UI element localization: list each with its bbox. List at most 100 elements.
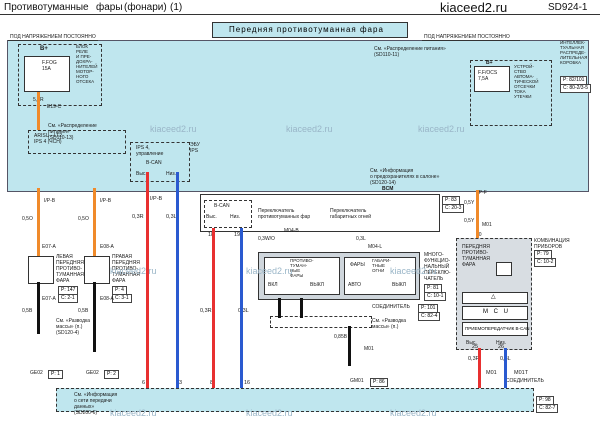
bcm-sw-fog: Переключатель противотуманных фар bbox=[258, 208, 311, 220]
ms-pos-auto: АВТО bbox=[348, 282, 362, 288]
cluster-wire-in: 0,5Y bbox=[464, 200, 475, 206]
right-lamp-wire-out: 0,5B bbox=[78, 308, 89, 314]
cluster-ref2: C: 10-2 bbox=[534, 258, 557, 267]
wire-orange-right bbox=[93, 188, 96, 256]
pin-left-b: 13 bbox=[176, 380, 183, 386]
mid-ref-box: P: 86 bbox=[370, 378, 388, 387]
left-ground: GE02 bbox=[30, 370, 43, 376]
pin-left-a: 6 bbox=[142, 380, 146, 386]
ips-box bbox=[130, 142, 190, 182]
ms-pos-head: ФАРЫ bbox=[350, 262, 365, 268]
right-lamp-pin: E08-A bbox=[100, 244, 114, 250]
right-ground: GE02 bbox=[86, 370, 99, 376]
left-ref-note: См. «Распределение питания» (SD110-13) bbox=[48, 123, 97, 141]
left-lamp-ref2: C: 2-1 bbox=[58, 294, 78, 303]
pin-mid-a: 8 bbox=[210, 380, 213, 386]
multiswitch-ref2: C: 10-1 bbox=[424, 292, 447, 301]
fog-indicator-icon bbox=[496, 262, 512, 276]
cluster-high: Выс. bbox=[466, 340, 477, 346]
relay-text: БЛОК РЕЛЕ И ПРЕ- ДОХРА- НИТЕЛЕЙ МОТОР- Н… bbox=[76, 44, 98, 84]
wire-blue-cluster bbox=[504, 348, 507, 388]
left-lamp-pin-b: E07-A bbox=[42, 296, 56, 302]
wire-ground-right bbox=[93, 282, 96, 352]
right-header: ПОД НАПРЯЖЕНИЕМ ПОСТОЯННО bbox=[424, 34, 510, 40]
bottom-note: См. «Информация о сети передачи данных» … bbox=[74, 392, 118, 416]
fuse-box-left bbox=[24, 56, 70, 92]
pin-bcm-a: 18 bbox=[208, 232, 214, 238]
left-header: ПОД НАПРЯЖЕНИЕМ ПОСТОЯННО bbox=[10, 34, 96, 40]
left-ref-box: P: 1 bbox=[48, 370, 63, 379]
center-title-box: Передняя противотуманная фара bbox=[212, 22, 408, 38]
cluster-low: Низ. bbox=[496, 340, 507, 346]
cluster-lamp-label: ПЕРЕДНЯЯ ПРОТИВО- ТУМАННАЯ ФАРА bbox=[462, 244, 490, 268]
right-ref-box: P: 2 bbox=[104, 370, 119, 379]
bottom-ref2: C: 82-7 bbox=[536, 404, 559, 413]
mid-ref2: C: 82-4 bbox=[418, 312, 441, 321]
wire-label-3: 0,3R bbox=[200, 308, 212, 314]
cluster-label: КОМБИНАЦИЯ ПРИБОРОВ bbox=[534, 238, 570, 250]
right-lamp-conn: I/P-B bbox=[100, 198, 112, 204]
watermark-2: kiaceed2.ru bbox=[286, 124, 333, 134]
right-connector: I/P-F bbox=[476, 190, 487, 196]
right-lamp-pin-b: E08-A bbox=[100, 296, 114, 302]
mcu-box: M C U bbox=[462, 306, 528, 320]
right-device-text: УСТРОЙ- СТВО АВТОМА- ТИЧЕСКОЙ ОТСЕЧКИ ТО… bbox=[514, 64, 539, 99]
conn-left: I/P-B bbox=[150, 196, 163, 202]
header-title-c: (фонари) bbox=[124, 2, 167, 13]
left-lamp-wire-out: 0,5B bbox=[22, 308, 33, 314]
header-title-b: фары bbox=[96, 2, 123, 13]
mid-pin: M01 bbox=[364, 346, 374, 352]
bcm-wire-b: 0,3L bbox=[356, 236, 366, 242]
center-title: Передняя противотуманная фара bbox=[229, 25, 384, 34]
ms-pos-fog: ПРОТИВО- ТУМАН- НЫЕ ФАРЫ bbox=[290, 258, 314, 278]
right-ref2: C: 80-2/3-5 bbox=[560, 84, 592, 93]
arisu-label: ARISU - LT2 IPS 4 (ЧСН) bbox=[34, 133, 62, 145]
mid-ground: GM01 bbox=[350, 378, 364, 384]
bcm-note: См. «Информация о предохранителях в сало… bbox=[370, 168, 440, 186]
wire-label-2: 0,3L bbox=[166, 214, 177, 220]
trans-label: ПРИЕМОПЕРЕДАТЧИК В-CAN bbox=[465, 326, 530, 331]
right-fuse-label: F.F/OCS 7,5A bbox=[478, 70, 498, 82]
left-lamp bbox=[28, 256, 54, 284]
ms-pos-off: ВЫКЛ bbox=[310, 282, 324, 288]
right-header-rule bbox=[422, 40, 520, 41]
watermark-1: kiaceed2.ru bbox=[150, 124, 197, 134]
cluster-pin-in: M01 bbox=[482, 222, 492, 228]
ebu-label: ЭБУ IPS bbox=[190, 142, 200, 154]
wire-label-1: 0,3R bbox=[132, 214, 144, 220]
watermark-7: kiaceed2.ru bbox=[110, 408, 157, 418]
ms-pos-bsl: ВКЛ bbox=[268, 282, 278, 288]
bcm-ref2: C: 20-3 bbox=[442, 204, 465, 213]
bottom-connector-box bbox=[56, 388, 534, 412]
bcm-pin-b: M04-L bbox=[368, 244, 383, 250]
wire-orange-cluster bbox=[476, 190, 479, 238]
pin-bcm-b: 19 bbox=[234, 232, 241, 238]
bcm-bcan-box bbox=[204, 200, 252, 228]
mid-note: См. «Разводка массы» (п.) bbox=[372, 318, 407, 330]
ms-pos-tail: ГАБАРИ- ТНЫЕ ОГНИ bbox=[372, 258, 391, 273]
header-brand: kiaceed2.ru bbox=[440, 0, 508, 15]
wire-blue-1 bbox=[176, 172, 179, 388]
bcm-label: BCM bbox=[382, 186, 394, 192]
right-box-text: ИНТЕЛЛЕК- ТУАЛЬНАЯ РАСПРЕДЕ- ЛИТЕЛЬНАЯ К… bbox=[560, 40, 588, 65]
right-lamp-label: ПРАВАЯ ПЕРЕДНЯЯ ПРОТИВО- ТУМАННАЯ ФАРА bbox=[112, 254, 140, 284]
right-note: См. «Распределение питания» (SD110-11) bbox=[374, 46, 446, 58]
pin-mid-b: 16 bbox=[244, 380, 251, 386]
wire-ground-left bbox=[37, 282, 40, 334]
arisu-high: Выс. bbox=[136, 171, 147, 177]
bcm-bcan: B-CAN bbox=[214, 203, 230, 209]
pin-r-b: 26 bbox=[498, 344, 505, 350]
watermark-4: kiaceed2.ru bbox=[110, 266, 157, 276]
bcm-sw-tail: Переключатель габаритных огней bbox=[330, 208, 372, 220]
multiswitch-label: МНОГО- ФУНКЦИО- НАЛЬНЫЙ ПЕРЕКЛЮ- ЧАТЕЛЬ bbox=[424, 252, 451, 282]
wire-black-ms2 bbox=[300, 298, 303, 318]
watermark-3: kiaceed2.ru bbox=[418, 124, 465, 134]
wire-red-1 bbox=[146, 172, 149, 388]
right-lamp-wire-in: 0,5O bbox=[78, 216, 89, 222]
watermark-9: kiaceed2.ru bbox=[390, 408, 437, 418]
left-bplus: B+ bbox=[40, 46, 48, 52]
left-header-rule bbox=[8, 40, 98, 41]
pin-r-a: 25 bbox=[472, 344, 479, 350]
left-gnd-note: См. «Разводка массы» (п.) (SD120-4) bbox=[56, 318, 91, 336]
header-title-a: Противотуманные bbox=[4, 2, 89, 13]
